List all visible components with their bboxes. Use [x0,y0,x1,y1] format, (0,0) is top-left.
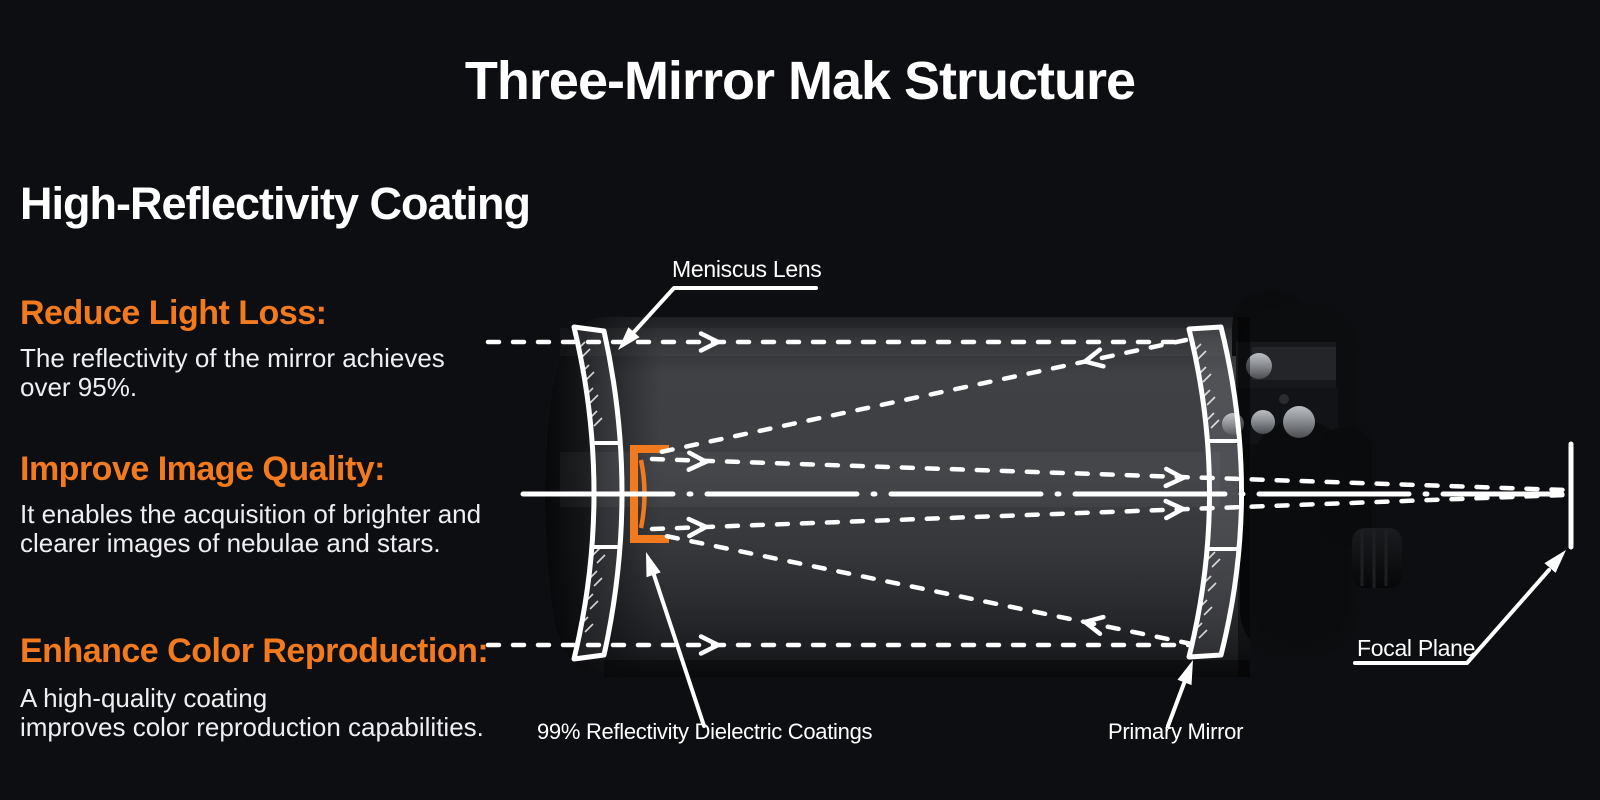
callout-lines [618,286,1566,728]
feature-heading-reduce-light-loss: Reduce Light Loss: [20,294,327,332]
ray-primary-to-secondary-top [653,337,1189,456]
callout-meniscus [632,286,818,334]
ray-primary-to-secondary-bottom [653,531,1195,647]
feature-body-enhance-color-reproduction: A high-quality coating improves color re… [20,684,484,742]
feature-heading-enhance-color-reproduction: Enhance Color Reproduction: [20,632,489,670]
telescope-tube [545,317,1250,677]
feature-body-line: improves color reproduction capabilities… [20,712,484,742]
screw-head [1283,406,1315,438]
section-heading: High-Reflectivity Coating [20,178,531,229]
feature-body-improve-image-quality: It enables the acquisition of brighter a… [20,500,481,558]
screw-head [1246,353,1272,379]
tube-front-rim [545,317,660,677]
callout-coatings [652,573,706,728]
feature-body-line: A high-quality coating [20,683,268,713]
feature-heading-improve-image-quality: Improve Image Quality: [20,450,386,488]
feature-body-reduce-light-loss: The reflectivity of the mirror achieves … [20,344,445,402]
callout-arrow-primary [1177,660,1193,686]
mirror-hatch [1192,343,1220,429]
screw-head [1251,410,1275,434]
label-meniscus-lens: Meniscus Lens [672,256,822,282]
ray-exit-bottom [649,492,1568,532]
label-focal-plane: Focal Plane [1357,635,1476,661]
light-rays [485,331,1574,656]
ray-arrowheads [686,331,1189,656]
visual-back [1320,428,1372,546]
mirror-hatch [1193,551,1221,639]
callout-focal [1353,568,1551,665]
focuser-knob [1352,528,1402,588]
callout-arrow-meniscus [618,327,640,350]
feature-body-line: It enables the acquisition of brighter a… [20,499,482,529]
feature-body-line: over 95%. [20,372,138,402]
feature-body-line: The reflectivity of the mirror achieves [20,343,445,373]
label-dielectric-coatings: 99% Reflectivity Dielectric Coatings [537,719,873,744]
page-title: Three-Mirror Mak Structure [464,51,1136,111]
callout-arrow-focal [1544,550,1566,573]
callout-arrow-coatings [646,552,661,578]
label-primary-mirror: Primary Mirror [1108,719,1244,744]
lens-hatch [579,547,606,633]
lens-hatch [576,341,603,427]
feature-body-line: clearer images of nebulae and stars. [20,528,441,558]
callout-primary [1166,680,1187,728]
ray-exit-top [649,456,1568,493]
telescope-back-cell [1222,291,1402,677]
